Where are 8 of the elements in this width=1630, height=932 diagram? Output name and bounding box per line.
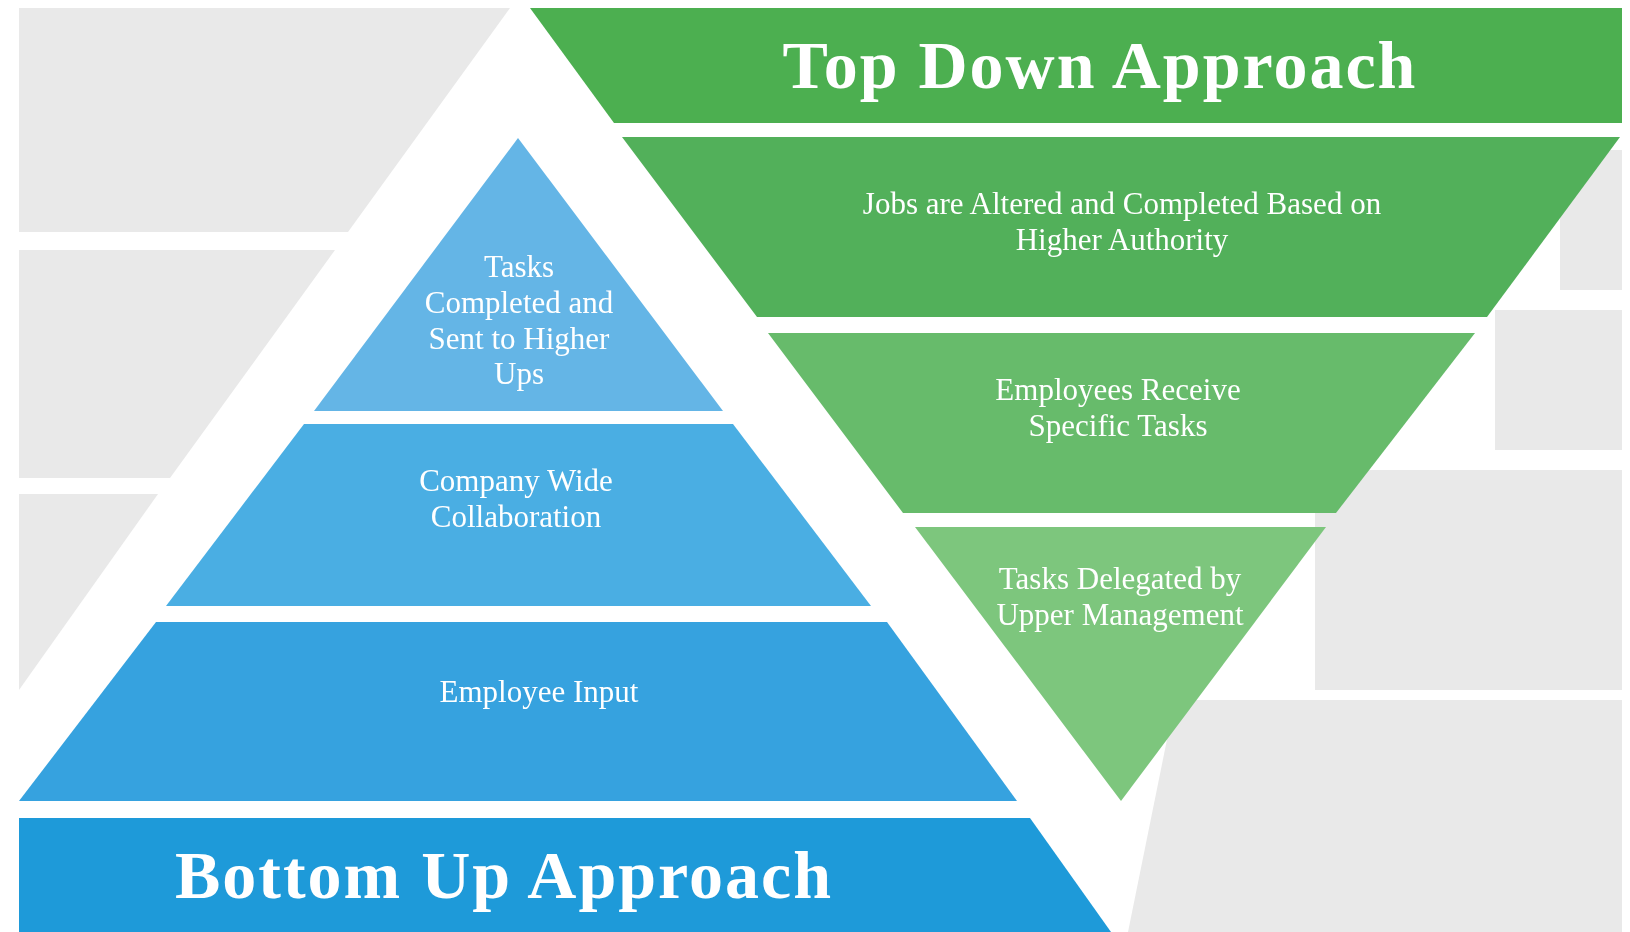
band-label: Jobs are Altered and Completed Based on Higher Authority — [862, 186, 1382, 258]
band-label: Company Wide Collaboration — [418, 463, 614, 535]
band-label: Tasks Delegated by Upper Management — [995, 561, 1245, 633]
banner-title: Bottom Up Approach — [174, 835, 834, 915]
band-label: Employees Receive Specific Tasks — [994, 372, 1242, 444]
banner-title: Top Down Approach — [782, 26, 1418, 105]
band-label: Employee Input — [439, 674, 639, 710]
band-label: Tasks Completed and Sent to Higher Ups — [424, 249, 614, 392]
